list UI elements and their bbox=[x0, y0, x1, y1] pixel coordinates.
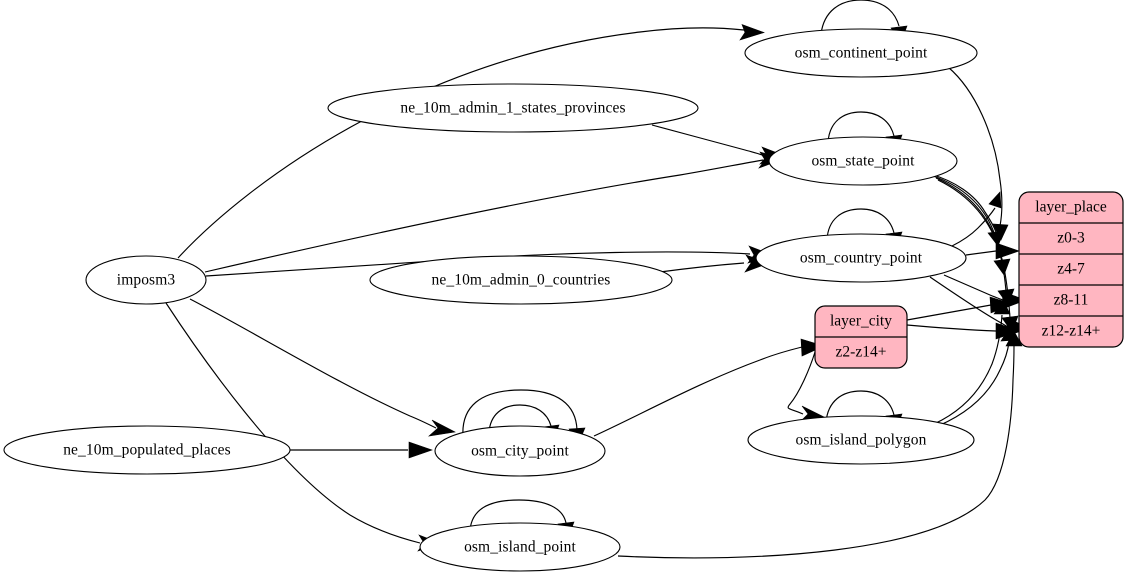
node-osm_country_point[interactable]: osm_country_point bbox=[755, 233, 967, 283]
node-osm_island_point[interactable]: osm_island_point bbox=[419, 522, 621, 572]
record-header-layer_city: layer_city bbox=[830, 313, 892, 330]
edge-layer bbox=[165, 0, 1032, 559]
edge-osm_state_point-to-layer_place-z0-3 bbox=[929, 173, 1005, 247]
record-row-layer_place-z0-3[interactable]: z0-3 bbox=[1057, 230, 1085, 247]
node-layer: imposm3 ne_10m_admin_1_states_provinces … bbox=[3, 28, 1124, 572]
node-osm_island_polygon[interactable]: osm_island_polygon bbox=[747, 415, 975, 465]
node-label-imposm3: imposm3 bbox=[117, 272, 176, 289]
record-node-layer_place[interactable]: layer_place z0-3 z4-7 z8-11 z12-z14+ bbox=[1018, 191, 1124, 348]
node-ne_10m_admin_0_countries[interactable]: ne_10m_admin_0_countries bbox=[369, 255, 673, 305]
node-osm_state_point[interactable]: osm_state_point bbox=[768, 136, 958, 186]
edge-osm_island_polygon-to-layer_place-z12-z14 bbox=[937, 326, 1018, 427]
node-label-osm_island_polygon: osm_island_polygon bbox=[796, 432, 927, 449]
record-row-layer_place-z12-z14[interactable]: z12-z14+ bbox=[1042, 323, 1101, 340]
node-label-ne_10m_admin_0_countries: ne_10m_admin_0_countries bbox=[432, 272, 611, 289]
edge-osm_city_point-to-layer_city bbox=[593, 338, 825, 437]
node-ne_10m_populated_places[interactable]: ne_10m_populated_places bbox=[3, 425, 291, 475]
record-row-layer_city-z2-z14[interactable]: z2-z14+ bbox=[836, 344, 887, 361]
edge-imposm3-to-osm_continent_point bbox=[177, 23, 765, 259]
edge-states_provinces-to-osm_state_point bbox=[651, 124, 786, 165]
node-label-osm_city_point: osm_city_point bbox=[471, 443, 569, 460]
edge-osm_state_point-to-layer_place-z8-11 bbox=[935, 177, 1015, 306]
edge-imposm3-to-osm_state_point bbox=[204, 151, 784, 273]
edge-osm_island_polygon-to-layer_place-z8-11 bbox=[933, 299, 1011, 425]
node-osm_city_point[interactable]: osm_city_point bbox=[434, 425, 606, 477]
node-label-osm_continent_point: osm_continent_point bbox=[795, 45, 928, 62]
edge-imposm3-to-osm_island_point bbox=[165, 302, 443, 552]
edge-admin_0_countries-to-osm_country_point bbox=[659, 254, 770, 273]
edge-osm_continent_point-to-layer_place-z0-3 bbox=[947, 66, 1009, 241]
node-imposm3[interactable]: imposm3 bbox=[85, 255, 207, 305]
edge-populated_places-to-osm_city_point bbox=[290, 441, 433, 459]
edge-imposm3-to-osm_city_point bbox=[189, 298, 456, 437]
node-label-osm_state_point: osm_state_point bbox=[811, 153, 915, 170]
edge-layer_city-to-layer_place-z8-11 bbox=[906, 296, 1014, 321]
record-row-layer_place-z4-7[interactable]: z4-7 bbox=[1057, 261, 1085, 278]
record-header-layer_place: layer_place bbox=[1035, 199, 1107, 216]
edge-osm_country_point-to-layer_place-z0-3 bbox=[951, 191, 1002, 247]
node-label-osm_island_point: osm_island_point bbox=[464, 539, 576, 556]
node-label-ne_10m_admin_1_states_provinces: ne_10m_admin_1_states_provinces bbox=[400, 100, 625, 117]
node-label-ne_10m_populated_places: ne_10m_populated_places bbox=[63, 442, 231, 459]
record-row-layer_place-z8-11[interactable]: z8-11 bbox=[1054, 292, 1089, 309]
node-osm_continent_point[interactable]: osm_continent_point bbox=[744, 28, 978, 78]
record-node-layer_city[interactable]: layer_city z2-z14+ bbox=[814, 305, 908, 369]
edge-osm_island_point-to-layer_place-z12-z14 bbox=[617, 330, 1023, 559]
node-ne_10m_admin_1_states_provinces[interactable]: ne_10m_admin_1_states_provinces bbox=[327, 83, 699, 133]
node-label-osm_country_point: osm_country_point bbox=[800, 250, 923, 267]
edge-osm_country_point-to-layer_place-z4-7 bbox=[965, 242, 1020, 260]
edge-layer_city-to-layer_place-z12-z14 bbox=[906, 322, 1020, 340]
